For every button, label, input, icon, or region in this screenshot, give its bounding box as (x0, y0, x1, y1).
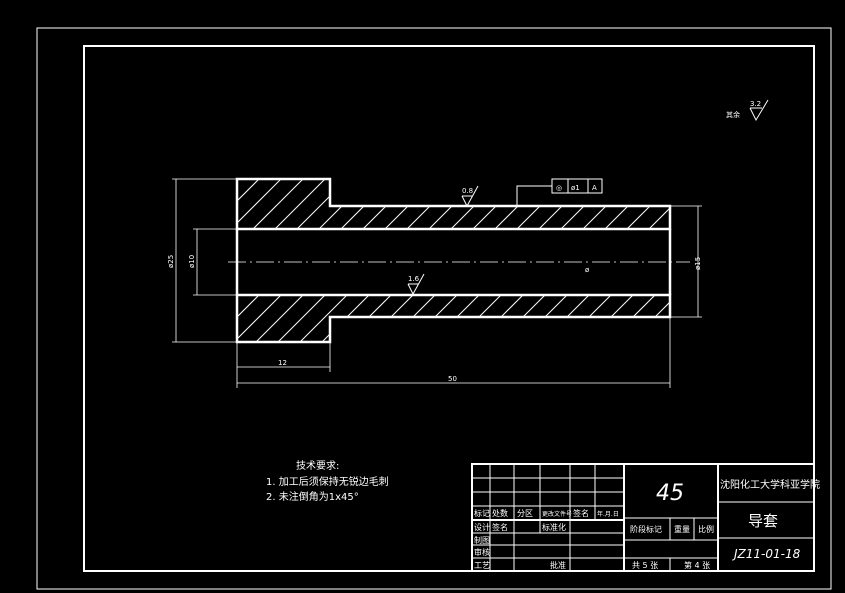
tb-label-zone: 分区 (517, 509, 533, 518)
dim-bore-diameter-label: ø10 (188, 255, 196, 268)
hatch-line (237, 179, 282, 229)
roughness-bore-label: 1.6 (408, 275, 420, 283)
hatch-line (299, 295, 348, 342)
tolerance-value: ø1 (571, 184, 580, 192)
dim-flange-length (236, 342, 331, 372)
hatch-line (384, 179, 436, 229)
tb-material: 45 (656, 481, 684, 506)
roughness-note-label: 其余 (726, 110, 740, 119)
roughness-symbol-outer (461, 185, 479, 208)
dim-outer-diameter (172, 178, 237, 343)
tb-label-date: 年.月.日 (597, 510, 619, 518)
tb-sheet-no: 第 4 张 (684, 560, 710, 570)
part-outline-top (235, 177, 672, 231)
hatch-line (651, 295, 670, 342)
hatch-line (450, 179, 502, 229)
tb-label-change-doc: 更改文件号 (542, 510, 572, 518)
tb-label-craft: 工艺 (474, 561, 490, 570)
tb-part-name: 导套 (748, 512, 778, 530)
tb-drawing-no: JZ11-01-18 (732, 547, 801, 561)
dim-outer-diameter-label: ø25 (167, 255, 175, 268)
tb-label-mark: 标记 (474, 508, 490, 518)
hatch-line (607, 295, 656, 342)
hatch-line (237, 179, 238, 229)
hatch-line (296, 179, 348, 229)
hatch-line (274, 179, 326, 229)
tb-label-standardize: 标准化 (542, 522, 566, 532)
dim-bore-diameter (193, 228, 237, 296)
tb-label-approve: 批准 (550, 560, 566, 570)
tb-school: 沈阳化工大学科亚学院 (720, 478, 820, 491)
tb-label-draw: 制图 (474, 535, 490, 545)
hatch-line (277, 295, 326, 342)
tb-label-design: 设计 (474, 522, 490, 532)
hatch-line (255, 295, 304, 342)
hatch-line (497, 295, 546, 342)
tb-label-signature: 签名 (492, 522, 508, 532)
tb-scale-label: 比例 (698, 524, 714, 534)
outer-border (36, 27, 832, 590)
hatch-line (237, 295, 260, 342)
notes-item-2: 2. 未注倒角为1x45° (266, 490, 359, 503)
hatch-line (563, 295, 612, 342)
notes-title: 技术要求: (296, 459, 339, 472)
tolerance-symbol: ◎ (556, 184, 562, 192)
hatch-line (237, 295, 282, 342)
title-block (471, 463, 815, 572)
dim-flange-length-label: 12 (278, 359, 287, 367)
hatch-line (362, 179, 414, 229)
dim-shaft-diameter (670, 205, 702, 318)
dim-shaft-diameter-label: ø15 (694, 257, 702, 270)
hatch-line (582, 179, 634, 229)
hatch-line (409, 295, 458, 342)
hatch-line (365, 295, 414, 342)
dim-total-length-label: 50 (448, 375, 457, 383)
roughness-symbol-general (749, 99, 769, 122)
tb-sheets-total: 共 5 张 (632, 561, 658, 570)
tb-stage-label: 阶段标记 (630, 524, 662, 534)
roughness-symbol-bore (407, 273, 425, 296)
hatch-line (472, 179, 524, 229)
dim-total-length (236, 317, 671, 388)
hatch-line (343, 295, 392, 342)
hatch-line (648, 179, 670, 229)
hatch-line (237, 179, 260, 229)
hatch-line (237, 295, 238, 342)
notes-item-1: 1. 加工后须保持无锐边毛刺 (266, 475, 389, 488)
hatch-line (406, 179, 458, 229)
tb-weight-label: 重量 (674, 524, 690, 534)
hatch-line (431, 295, 480, 342)
roughness-note-value: 3.2 (750, 100, 761, 108)
hatch-line (387, 295, 436, 342)
hatch-line (585, 295, 634, 342)
tb-label-review: 审核 (474, 547, 490, 557)
hatch-line (340, 179, 392, 229)
section-hatch-top (237, 179, 670, 229)
center-mark: ø (585, 266, 590, 274)
hatch-line (541, 295, 590, 342)
hatch-line (453, 295, 502, 342)
hatch-line (604, 179, 656, 229)
hatch-line (475, 295, 524, 342)
tolerance-frame (551, 178, 603, 194)
section-hatch-bottom (237, 295, 670, 342)
tb-label-sign: 签名 (573, 508, 589, 518)
hatch-line (519, 295, 568, 342)
roughness-outer-label: 0.8 (462, 187, 473, 195)
inner-border (83, 45, 815, 572)
hatch-line (252, 179, 304, 229)
tolerance-datum: A (592, 184, 597, 192)
hatch-line (318, 179, 370, 229)
tolerance-leader (516, 185, 552, 206)
tb-label-count: 处数 (492, 508, 508, 518)
